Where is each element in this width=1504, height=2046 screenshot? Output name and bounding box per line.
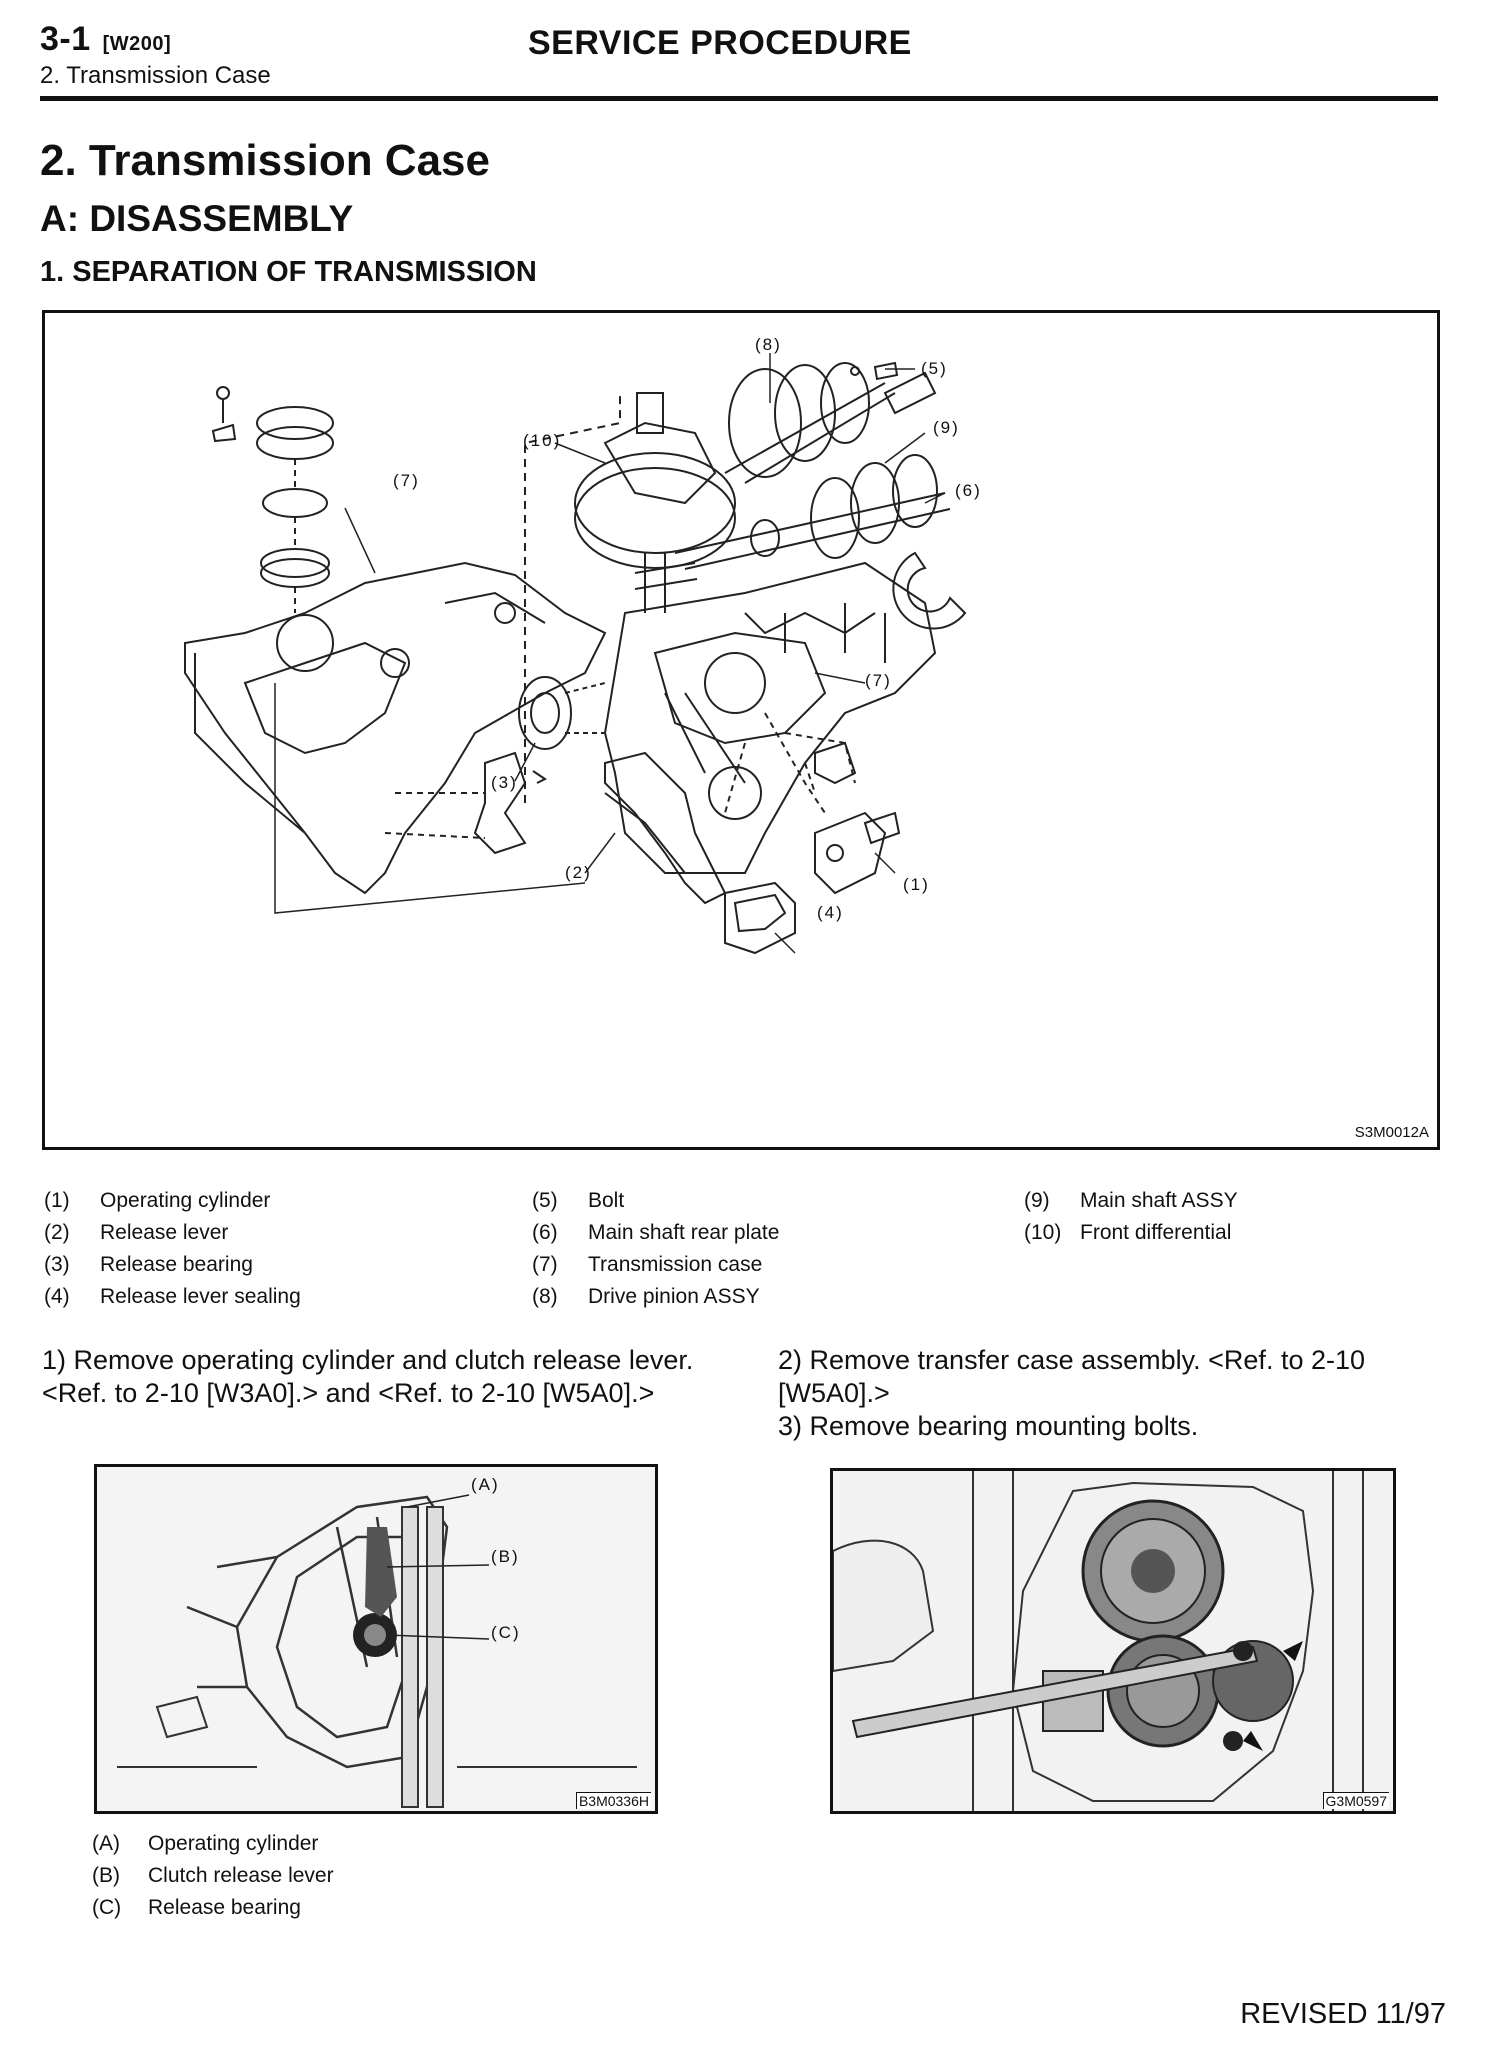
exploded-view-figure: (8) (5) (9) (10) (6) (7) (7) (3) (2) (1)…	[42, 310, 1440, 1150]
revision-note: REVISED 11/97	[1240, 1998, 1446, 2030]
legend-item: (6)Main shaft rear plate	[532, 1221, 780, 1244]
legend-item: (2)Release lever	[44, 1221, 229, 1244]
callout-7-right: (7)	[865, 671, 892, 690]
callout-8: (8)	[755, 335, 782, 354]
legend-item: (3)Release bearing	[44, 1253, 253, 1276]
procedure-heading: 1. SEPARATION OF TRANSMISSION	[40, 256, 537, 288]
legend-item: (A)Operating cylinder	[92, 1832, 319, 1855]
legend-column-1: (1)Operating cylinder (2)Release lever (…	[44, 1185, 301, 1313]
photo-left-legend: (A)Operating cylinder (B)Clutch release …	[92, 1828, 334, 1924]
header-subtitle: 2. Transmission Case	[40, 62, 271, 89]
photo-illustration-left	[97, 1467, 655, 1811]
step-1-text: 1) Remove operating cylinder and clutch …	[42, 1345, 694, 1408]
legend-item: (1)Operating cylinder	[44, 1189, 271, 1212]
header-divider	[40, 96, 1438, 101]
legend-column-3: (9)Main shaft ASSY (10)Front differentia…	[1024, 1185, 1238, 1249]
callout-2: (2)	[565, 863, 592, 882]
legend-item: (C)Release bearing	[92, 1896, 301, 1919]
photo-code-right: G3M0597	[1322, 1792, 1389, 1809]
callout-5: (5)	[921, 359, 948, 378]
subsection-heading: A: DISASSEMBLY	[40, 198, 354, 239]
legend-item: (4)Release lever sealing	[44, 1285, 301, 1308]
callout-1: (1)	[903, 875, 930, 894]
legend-item: (B)Clutch release lever	[92, 1864, 334, 1887]
exploded-view-drawing	[184, 353, 967, 955]
callout-7-left: (7)	[393, 471, 420, 490]
callout-3: (3)	[491, 773, 518, 792]
callout-6: (6)	[955, 481, 982, 500]
photo-bearing-bolts: G3M0597	[830, 1468, 1396, 1814]
legend-item: (10)Front differential	[1024, 1221, 1232, 1244]
header-title: SERVICE PROCEDURE	[528, 24, 912, 62]
legend-item: (9)Main shaft ASSY	[1024, 1189, 1238, 1212]
section-heading: 2. Transmission Case	[40, 136, 490, 185]
photo-operating-cylinder: (A) (B) (C) B3M0336H	[94, 1464, 658, 1814]
section-code: 3-1[W200]	[40, 20, 172, 58]
legend-item: (8)Drive pinion ASSY	[532, 1285, 760, 1308]
photo-code-left: B3M0336H	[575, 1792, 651, 1809]
legend-item: (7)Transmission case	[532, 1253, 763, 1276]
callout-B: (B)	[491, 1547, 520, 1566]
callout-4: (4)	[817, 903, 844, 922]
step-2-text: 2) Remove transfer case assembly. <Ref. …	[778, 1345, 1365, 1408]
callout-C: (C)	[491, 1623, 521, 1642]
photo-illustration-right	[833, 1471, 1393, 1811]
legend-column-2: (5)Bolt (6)Main shaft rear plate (7)Tran…	[532, 1185, 779, 1313]
callout-10: (10)	[523, 431, 562, 450]
figure-code: S3M0012A	[1354, 1124, 1429, 1141]
callout-A: (A)	[471, 1475, 500, 1494]
callout-9: (9)	[933, 418, 960, 437]
legend-item: (5)Bolt	[532, 1189, 625, 1212]
step-3-text: 3) Remove bearing mounting bolts.	[778, 1411, 1199, 1441]
section-tag: [W200]	[102, 33, 172, 55]
